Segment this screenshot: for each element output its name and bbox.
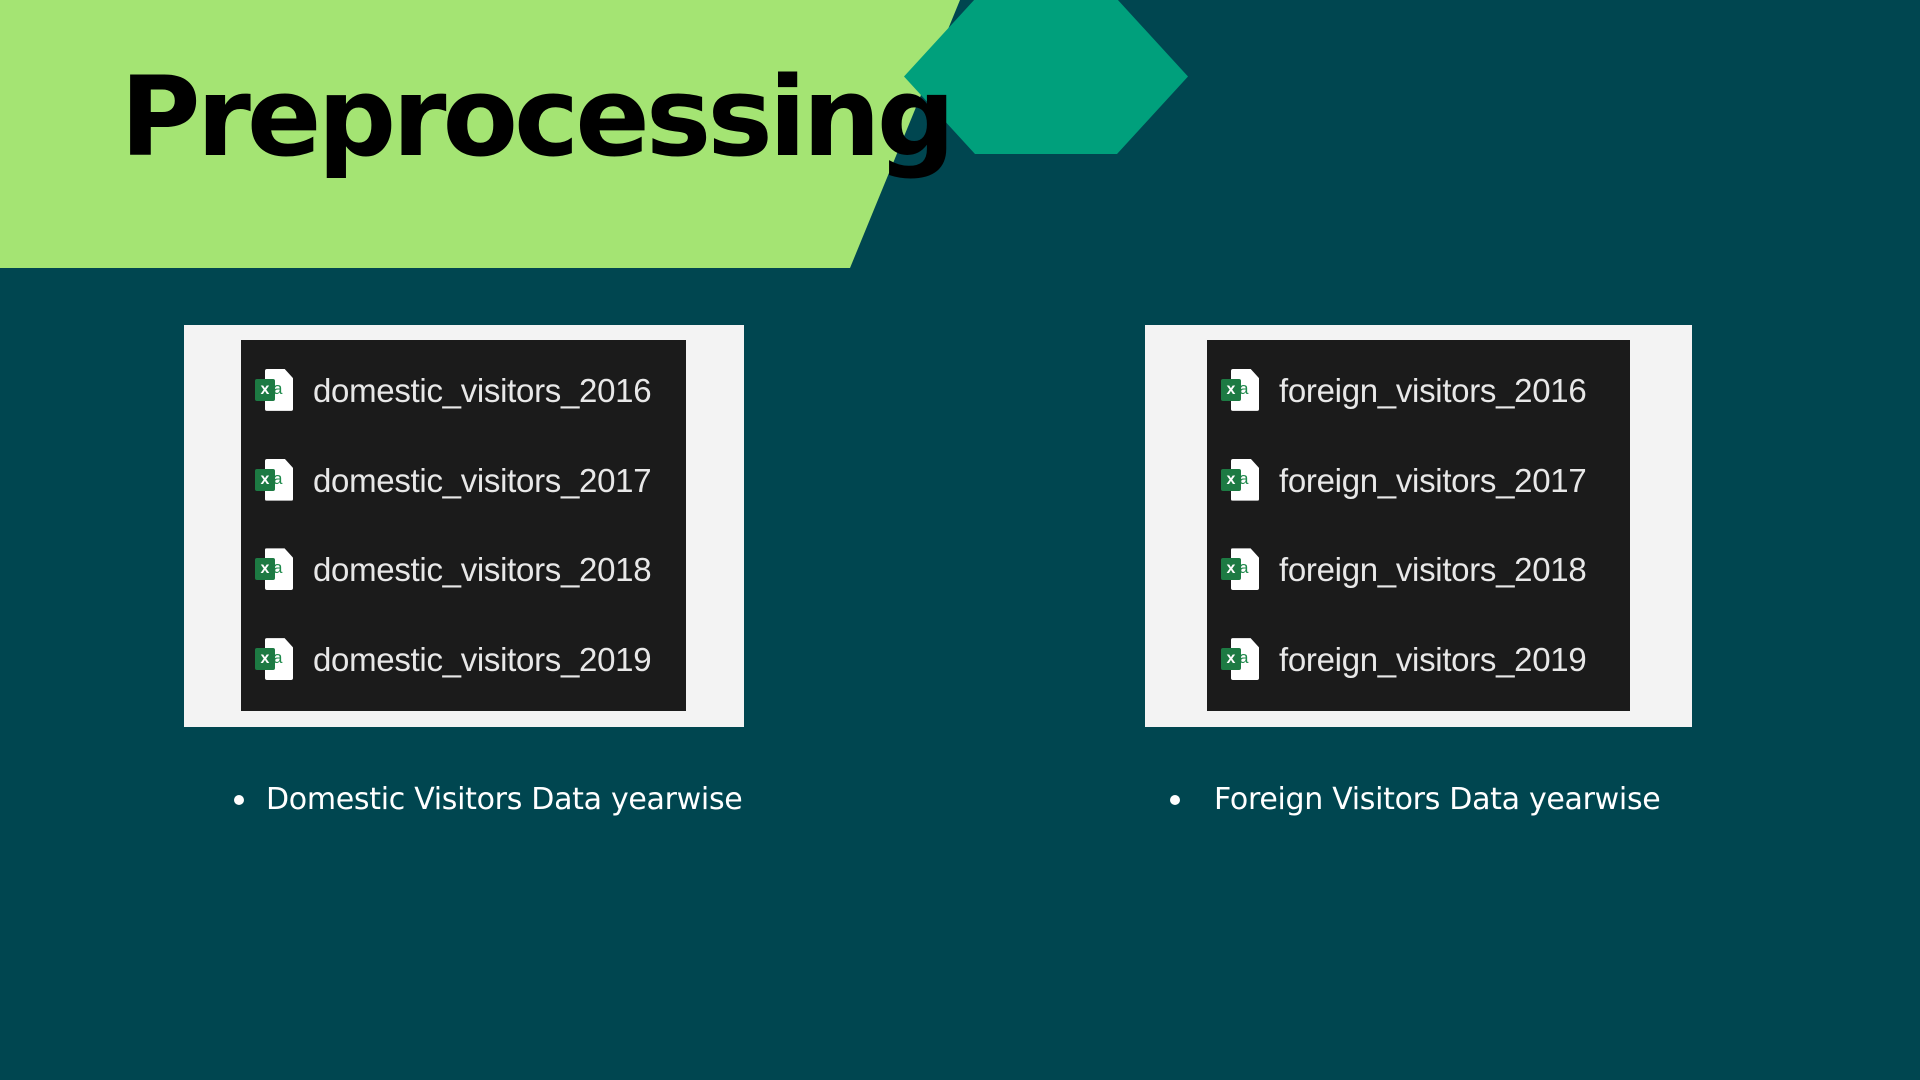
file-name: foreign_visitors_2016 <box>1279 371 1587 409</box>
excel-sheet-letter: a <box>273 558 283 578</box>
foreign-file-list: a x foreign_visitors_2016 a x foreign_vi… <box>1207 340 1630 711</box>
excel-badge: x <box>255 378 275 401</box>
excel-badge: x <box>1221 558 1241 581</box>
excel-file-icon: a x <box>253 457 297 505</box>
excel-badge: x <box>255 648 275 671</box>
excel-badge: x <box>255 468 275 491</box>
domestic-caption-text: Domestic Visitors Data yearwise <box>266 782 743 817</box>
file-item-domestic-2019[interactable]: a x domestic_visitors_2019 <box>241 630 686 690</box>
foreign-caption: Foreign Visitors Data yearwise <box>1170 782 1661 817</box>
excel-file-icon: a x <box>1219 457 1263 505</box>
excel-sheet-letter: a <box>273 468 283 488</box>
domestic-caption: Domestic Visitors Data yearwise <box>234 782 743 817</box>
excel-badge: x <box>255 558 275 581</box>
excel-sheet-letter: a <box>1239 648 1249 668</box>
excel-sheet-letter: a <box>273 378 283 398</box>
file-name: domestic_visitors_2017 <box>313 461 652 499</box>
excel-file-icon: a x <box>253 636 297 684</box>
excel-file-icon: a x <box>1219 636 1263 684</box>
excel-sheet-letter: a <box>273 648 283 668</box>
bullet-icon <box>234 794 244 805</box>
excel-sheet-letter: a <box>1239 378 1249 398</box>
file-item-foreign-2019[interactable]: a x foreign_visitors_2019 <box>1207 630 1630 690</box>
excel-badge: x <box>1221 378 1241 401</box>
domestic-files-screenshot: a x domestic_visitors_2016 a x domestic_… <box>184 325 744 727</box>
excel-sheet-letter: a <box>1239 558 1249 578</box>
file-item-domestic-2017[interactable]: a x domestic_visitors_2017 <box>241 451 686 511</box>
domestic-file-list: a x domestic_visitors_2016 a x domestic_… <box>241 340 686 711</box>
file-name: foreign_visitors_2019 <box>1279 641 1587 679</box>
file-name: domestic_visitors_2016 <box>313 371 652 409</box>
slide-title: Preprocessing <box>120 53 956 181</box>
file-name: foreign_visitors_2018 <box>1279 551 1587 589</box>
file-item-foreign-2017[interactable]: a x foreign_visitors_2017 <box>1207 451 1630 511</box>
file-item-domestic-2018[interactable]: a x domestic_visitors_2018 <box>241 540 686 600</box>
excel-badge: x <box>1221 468 1241 491</box>
file-name: foreign_visitors_2017 <box>1279 461 1587 499</box>
foreign-files-screenshot: a x foreign_visitors_2016 a x foreign_vi… <box>1145 325 1692 727</box>
file-item-foreign-2018[interactable]: a x foreign_visitors_2018 <box>1207 540 1630 600</box>
excel-file-icon: a x <box>1219 546 1263 594</box>
title-banner <box>0 0 960 268</box>
file-name: domestic_visitors_2018 <box>313 551 652 589</box>
file-name: domestic_visitors_2019 <box>313 641 652 679</box>
file-item-foreign-2016[interactable]: a x foreign_visitors_2016 <box>1207 361 1630 421</box>
foreign-caption-text: Foreign Visitors Data yearwise <box>1214 782 1661 817</box>
excel-badge: x <box>1221 648 1241 671</box>
bullet-icon <box>1170 794 1180 805</box>
excel-sheet-letter: a <box>1239 468 1249 488</box>
excel-file-icon: a x <box>253 367 297 415</box>
excel-file-icon: a x <box>1219 367 1263 415</box>
file-item-domestic-2016[interactable]: a x domestic_visitors_2016 <box>241 361 686 421</box>
excel-file-icon: a x <box>253 546 297 594</box>
